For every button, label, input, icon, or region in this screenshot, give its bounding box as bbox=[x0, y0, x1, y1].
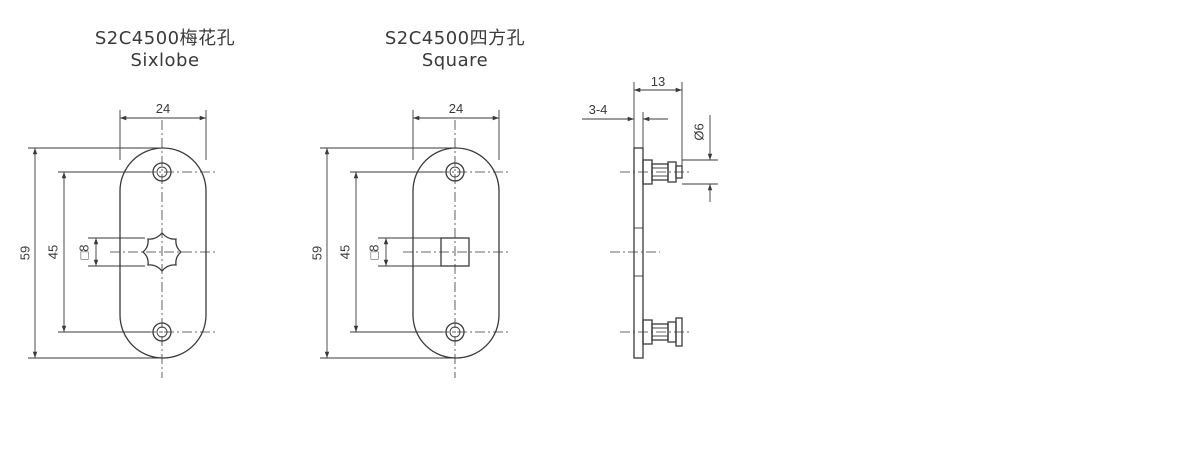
side-top-stud bbox=[620, 159, 692, 185]
sixlobe-top-hole bbox=[152, 162, 172, 182]
side-thickness-label: 3-4 bbox=[589, 102, 608, 117]
square-top-hole bbox=[445, 162, 465, 182]
square-width-label: 24 bbox=[449, 101, 463, 116]
square-hole-spacing-label: 45 bbox=[337, 245, 352, 259]
side-view: 13 3-4 Ø6 bbox=[582, 74, 718, 359]
square-title-cn: S2C4500四方孔 bbox=[384, 28, 526, 49]
sixlobe-title-cn: S2C4500梅花孔 bbox=[94, 28, 236, 49]
sixlobe-hole-spacing-label: 45 bbox=[45, 245, 60, 259]
square-title: S2C4500四方孔 Square bbox=[350, 28, 560, 72]
square-hole-size-label: □8 bbox=[366, 244, 381, 259]
square-title-en: Square bbox=[421, 50, 489, 71]
side-diameter-label: Ø6 bbox=[691, 123, 706, 140]
sixlobe-bottom-hole bbox=[152, 322, 172, 342]
sixlobe-title-en: Sixlobe bbox=[130, 50, 200, 71]
square-plate-outline bbox=[412, 147, 500, 359]
square-height-label: 59 bbox=[309, 246, 324, 260]
square-bottom-hole-inner bbox=[449, 326, 461, 338]
square-hole bbox=[440, 237, 470, 267]
sixlobe-star-hole bbox=[141, 232, 183, 272]
side-bottom-stud bbox=[620, 317, 692, 347]
sixlobe-front-view: □8 24 59 45 bbox=[17, 101, 215, 378]
sixlobe-top-hole-inner bbox=[156, 166, 168, 178]
sixlobe-plate-outline bbox=[119, 147, 207, 359]
sixlobe-hole-size-label: □8 bbox=[76, 244, 91, 259]
sixlobe-title: S2C4500梅花孔 Sixlobe bbox=[60, 28, 270, 72]
sixlobe-bottom-hole-inner bbox=[156, 326, 168, 338]
side-plate bbox=[633, 147, 644, 359]
sixlobe-height-label: 59 bbox=[17, 246, 32, 260]
square-top-hole-inner bbox=[449, 166, 461, 178]
square-front-view: □8 24 59 45 bbox=[309, 101, 508, 378]
square-bottom-hole bbox=[445, 322, 465, 342]
side-depth-label: 13 bbox=[651, 74, 665, 89]
sixlobe-width-label: 24 bbox=[156, 101, 170, 116]
